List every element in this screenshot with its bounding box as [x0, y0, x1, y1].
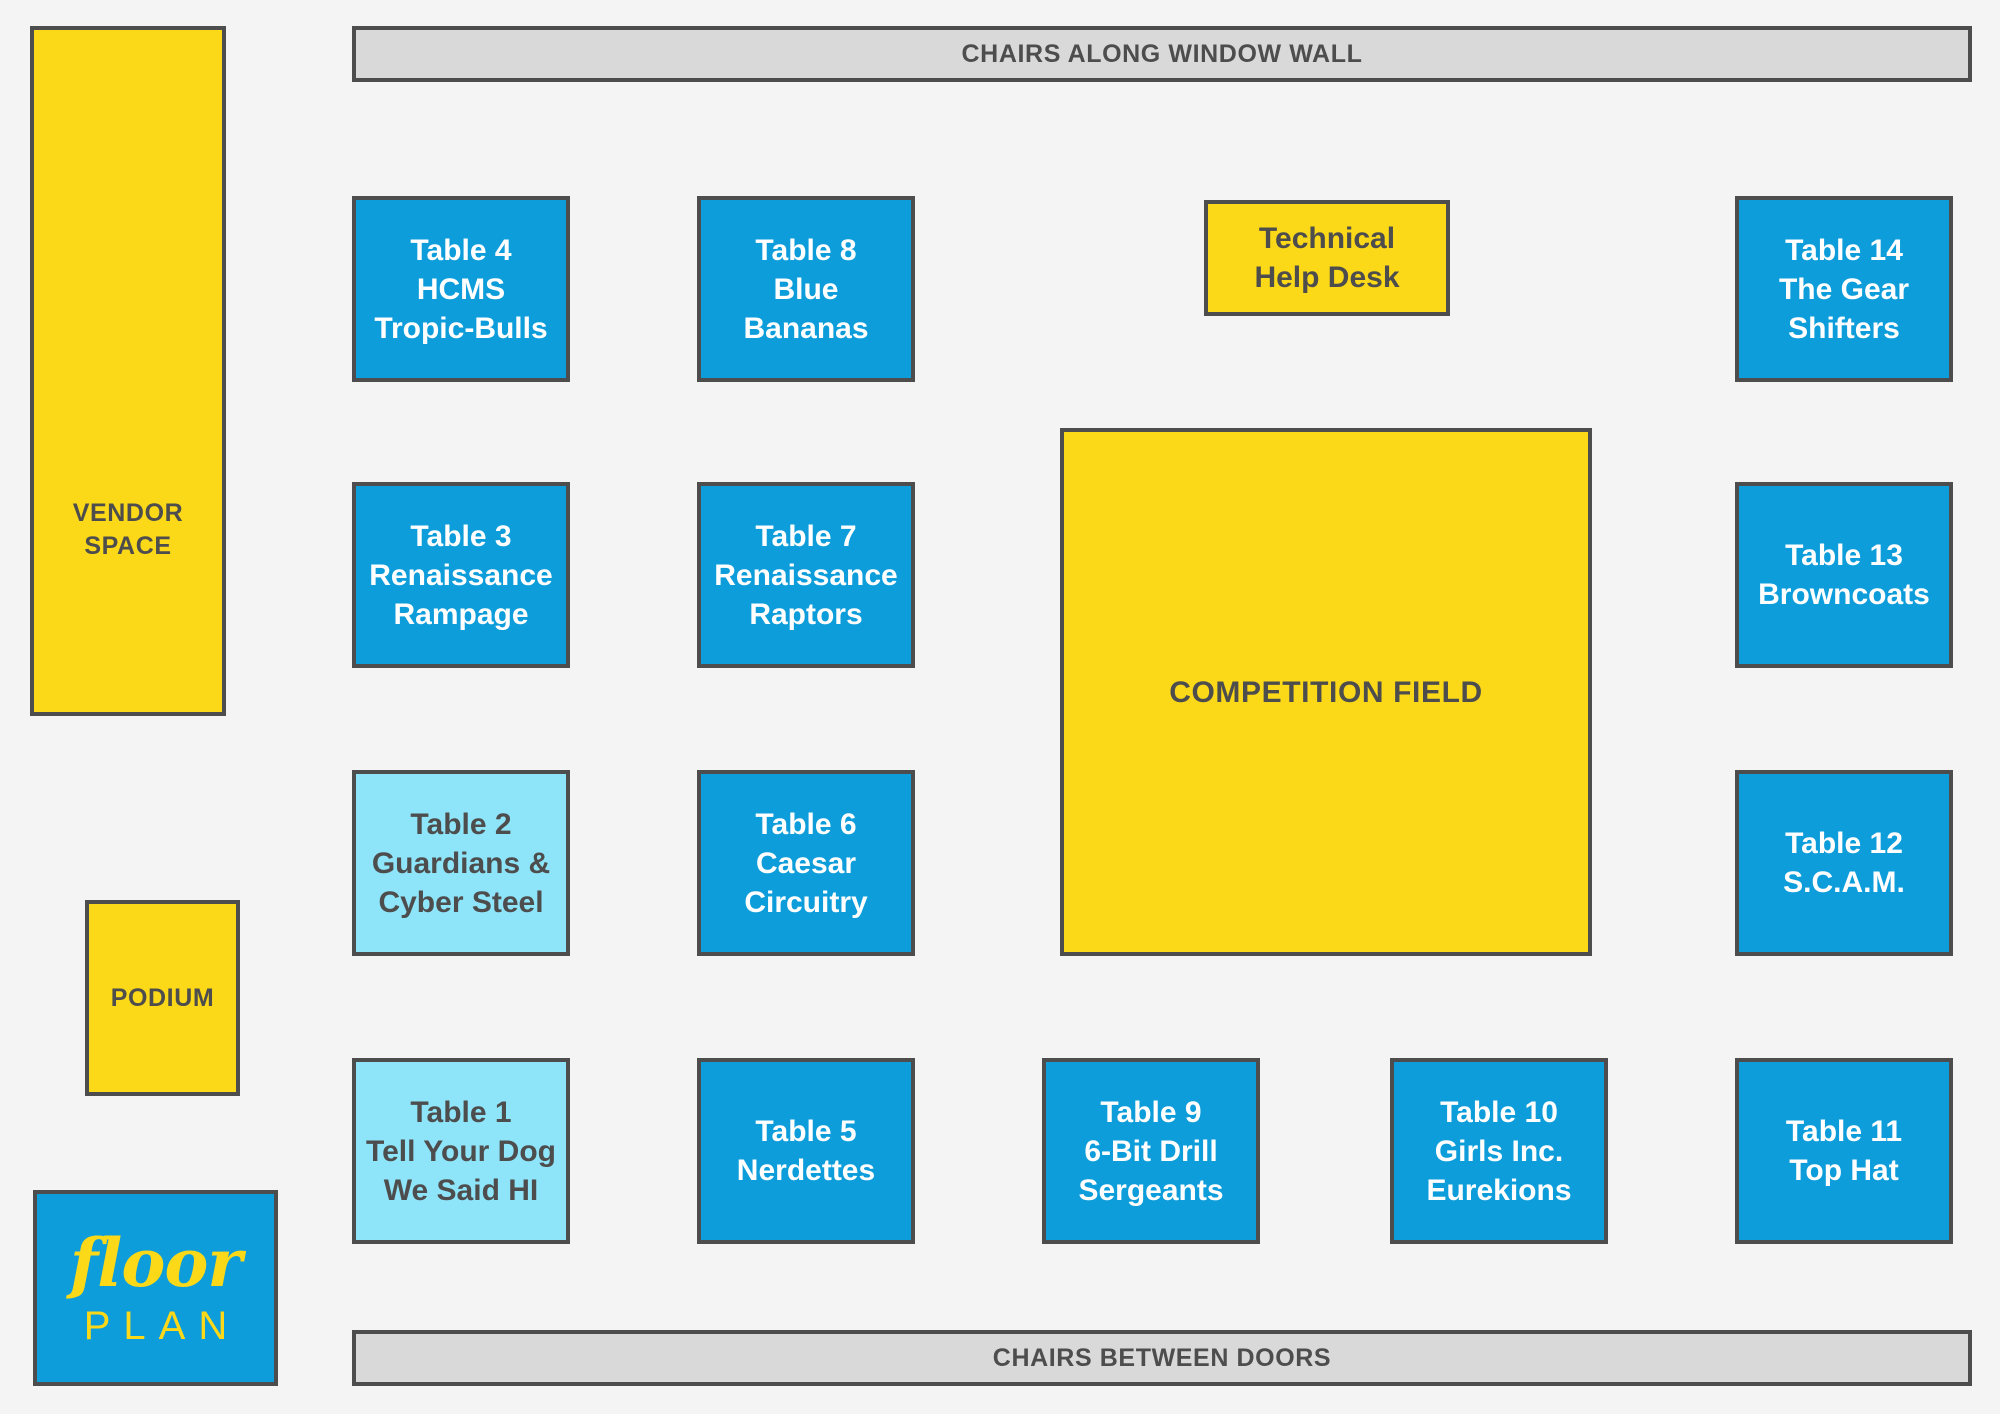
- table-10-number: Table 10: [1440, 1095, 1558, 1129]
- table-4-team-line1: HCMS: [416, 272, 506, 306]
- table-6-team-line1: Caesar: [755, 846, 857, 880]
- table-11[interactable]: Table 11 Top Hat: [1735, 1058, 1953, 1244]
- table-9-team-line2: Sergeants: [1078, 1173, 1224, 1207]
- competition-field[interactable]: COMPETITION FIELD: [1060, 428, 1592, 956]
- table-8-team-line2: Bananas: [743, 311, 869, 345]
- logo-block-word: PLAN: [83, 1304, 241, 1348]
- podium[interactable]: PODIUM: [85, 900, 240, 1096]
- banner-bottom-label: CHAIRS BETWEEN DOORS: [992, 1343, 1332, 1372]
- table-7-team-line1: Renaissance: [714, 558, 898, 592]
- table-7-team-line2: Raptors: [749, 597, 863, 631]
- table-11-number: Table 11: [1785, 1115, 1903, 1148]
- table-3-team-line1: Renaissance: [369, 558, 553, 592]
- table-13-number: Table 13: [1785, 539, 1903, 572]
- table-3-number: Table 3: [410, 519, 512, 553]
- vendor-space[interactable]: VENDOR SPACE: [30, 26, 226, 716]
- table-10[interactable]: Table 10 Girls Inc. Eurekions: [1390, 1058, 1608, 1244]
- banner-chairs-along-window-wall: CHAIRS ALONG WINDOW WALL: [352, 26, 1972, 82]
- vendor-space-label-line2: SPACE: [84, 531, 172, 560]
- table-11-team-line1: Top Hat: [1789, 1154, 1899, 1187]
- table-9-number: Table 9: [1100, 1095, 1202, 1129]
- table-12-team-line1: S.C.A.M.: [1783, 866, 1905, 899]
- table-5-number: Table 5: [755, 1115, 857, 1148]
- table-5-team-line1: Nerdettes: [736, 1154, 876, 1187]
- table-8-number: Table 8: [755, 233, 857, 267]
- table-9-team-line1: 6-Bit Drill: [1084, 1134, 1218, 1168]
- table-12[interactable]: Table 12 S.C.A.M.: [1735, 770, 1953, 956]
- table-1[interactable]: Table 1 Tell Your Dog We Said HI: [352, 1058, 570, 1244]
- table-7[interactable]: Table 7 Renaissance Raptors: [697, 482, 915, 668]
- table-10-team-line2: Eurekions: [1426, 1173, 1572, 1207]
- table-14-number: Table 14: [1785, 233, 1903, 267]
- table-6[interactable]: Table 6 Caesar Circuitry: [697, 770, 915, 956]
- table-6-number: Table 6: [755, 807, 857, 841]
- table-2-team-line1: Guardians &: [371, 846, 551, 880]
- table-3-team-line2: Rampage: [393, 597, 529, 631]
- help-desk-label-line2: Help Desk: [1254, 261, 1400, 294]
- table-8-team-line1: Blue: [773, 272, 839, 306]
- table-12-number: Table 12: [1785, 827, 1903, 860]
- table-1-team-line1: Tell Your Dog: [365, 1134, 556, 1168]
- table-14-team-line2: Shifters: [1788, 311, 1900, 345]
- floor-plan-logo: floor PLAN: [33, 1190, 278, 1386]
- table-4-team-line2: Tropic-Bulls: [374, 311, 548, 345]
- table-7-number: Table 7: [755, 519, 857, 553]
- podium-label: PODIUM: [110, 983, 215, 1012]
- vendor-space-label-line1: VENDOR: [72, 499, 184, 527]
- table-1-number: Table 1: [410, 1095, 512, 1129]
- table-2[interactable]: Table 2 Guardians & Cyber Steel: [352, 770, 570, 956]
- table-2-team-line2: Cyber Steel: [378, 885, 544, 919]
- competition-field-label: COMPETITION FIELD: [1169, 675, 1483, 709]
- table-10-team-line1: Girls Inc.: [1434, 1134, 1564, 1168]
- table-14[interactable]: Table 14 The Gear Shifters: [1735, 196, 1953, 382]
- table-14-team-line1: The Gear: [1778, 272, 1910, 306]
- banner-chairs-between-doors: CHAIRS BETWEEN DOORS: [352, 1330, 1972, 1386]
- table-13[interactable]: Table 13 Browncoats: [1735, 482, 1953, 668]
- table-6-team-line2: Circuitry: [744, 885, 868, 919]
- logo-script-word: floor: [69, 1224, 242, 1302]
- table-9[interactable]: Table 9 6-Bit Drill Sergeants: [1042, 1058, 1260, 1244]
- table-2-number: Table 2: [410, 807, 512, 841]
- table-1-team-line2: We Said HI: [383, 1173, 539, 1207]
- technical-help-desk[interactable]: Technical Help Desk: [1204, 200, 1450, 316]
- table-4-number: Table 4: [410, 233, 512, 267]
- table-3[interactable]: Table 3 Renaissance Rampage: [352, 482, 570, 668]
- table-8[interactable]: Table 8 Blue Bananas: [697, 196, 915, 382]
- banner-top-label: CHAIRS ALONG WINDOW WALL: [961, 39, 1363, 68]
- help-desk-label-line1: Technical: [1258, 222, 1396, 255]
- table-4[interactable]: Table 4 HCMS Tropic-Bulls: [352, 196, 570, 382]
- table-5[interactable]: Table 5 Nerdettes: [697, 1058, 915, 1244]
- table-13-team-line1: Browncoats: [1758, 578, 1930, 611]
